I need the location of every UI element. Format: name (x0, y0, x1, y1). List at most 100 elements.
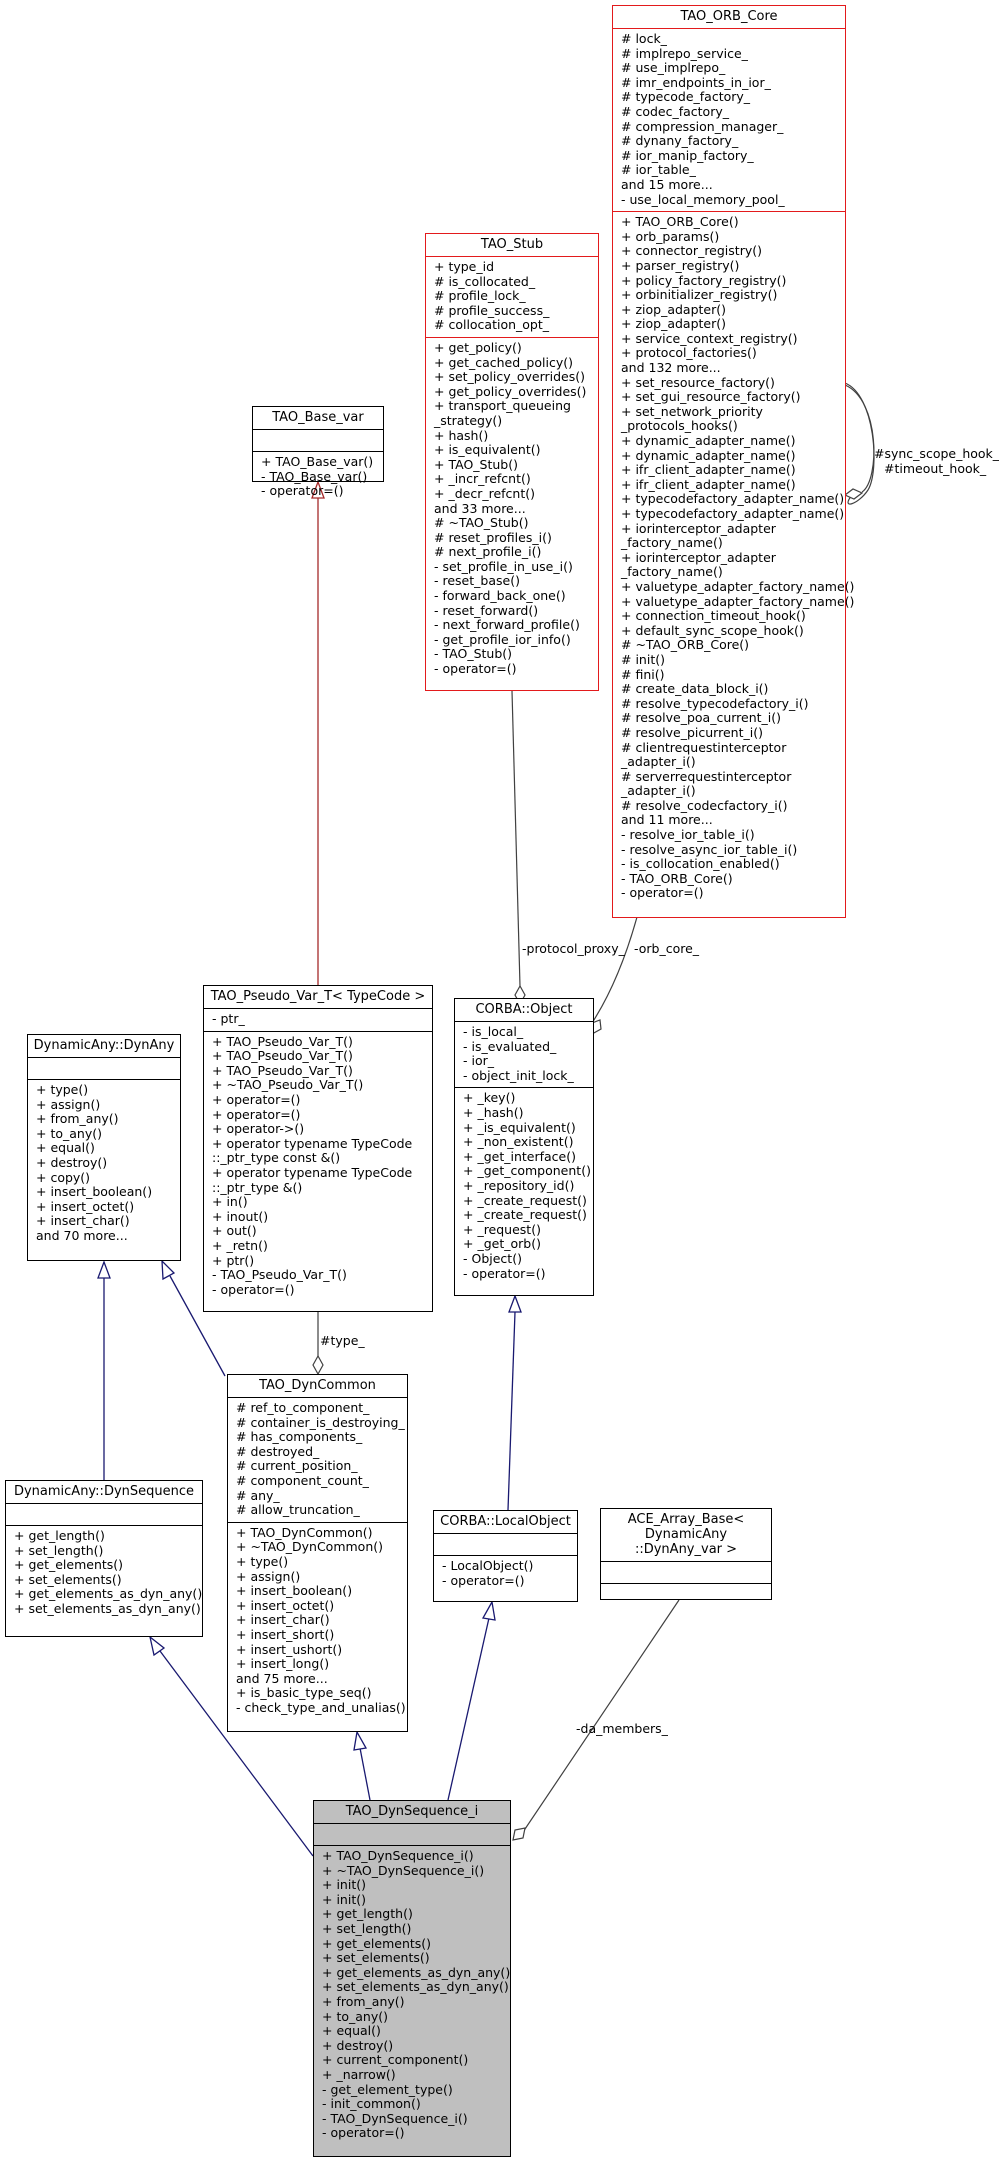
method-row: + connector_registry() (621, 243, 762, 259)
method-row: + _create_request() (463, 1207, 587, 1223)
method-row: - TAO_Base_var() (261, 468, 368, 484)
class-methods-section: + TAO_Pseudo_Var_T()+ TAO_Pseudo_Var_T()… (204, 1032, 432, 1302)
attribute-row: # compression_manager_ (621, 118, 784, 134)
method-row: + valuetype_adapter_factory_name() (621, 593, 855, 609)
attribute-row: - is_local_ (463, 1024, 524, 1039)
method-row: + to_any() (36, 1125, 102, 1141)
method-row: # serverrequestinterceptor (621, 768, 792, 784)
attribute-row: # ior_manip_factory_ (621, 147, 754, 163)
method-row: + set_elements_as_dyn_any() (14, 1600, 201, 1616)
class-tao-base-var: TAO_Base_var+ TAO_Base_var()- TAO_Base_v… (252, 406, 384, 498)
edge-label-da-members: -da_members_ (576, 1721, 668, 1736)
attribute-row: and 15 more... (621, 176, 713, 192)
method-row: + _key() (463, 1090, 516, 1106)
class-corba-localobject: CORBA::LocalObject- LocalObject()- opera… (433, 1510, 578, 1602)
attribute-row: - use_local_memory_pool_ (621, 191, 785, 207)
method-row: + typecodefactory_adapter_name() (621, 506, 845, 521)
attribute-row: - ior_ (463, 1053, 494, 1069)
method-row: and 132 more... (621, 360, 721, 376)
method-row: + _create_request() (463, 1192, 587, 1208)
method-row: - TAO_Stub() (434, 646, 513, 662)
method-row: + orbinitializer_registry() (621, 287, 778, 303)
method-row: + set_gui_resource_factory() (621, 389, 801, 405)
class-attributes-section: # lock_# implrepo_service_# use_implrepo… (613, 29, 845, 213)
method-row: + set_resource_factory() (621, 374, 775, 390)
method-row: + TAO_Stub() (434, 456, 518, 472)
method-row: + ~TAO_DynSequence_i() (322, 1862, 485, 1878)
edge-label-timeout-hook: #timeout_hook_ (884, 461, 987, 476)
method-row: + _get_interface() (463, 1148, 576, 1164)
method-row: - operator=() (434, 661, 517, 677)
method-row: + type() (36, 1082, 89, 1097)
method-row: + ~TAO_DynCommon() (236, 1539, 384, 1555)
method-row: - next_forward_profile() (434, 617, 580, 633)
class-methods-section: + TAO_DynCommon()+ ~TAO_DynCommon()+ typ… (228, 1523, 407, 1720)
method-row: + insert_char() (236, 1612, 330, 1628)
method-row: + is_equivalent() (434, 442, 541, 458)
class-attributes-section: # ref_to_component_# container_is_destro… (228, 1398, 407, 1523)
method-row: # init() (621, 651, 665, 667)
method-row: + ptr() (212, 1252, 255, 1268)
method-row: _factory_name() (621, 535, 723, 551)
method-row: + insert_octet() (236, 1597, 335, 1613)
method-row: # reset_profiles_i() (434, 529, 552, 545)
method-row: + default_sync_scope_hook() (621, 622, 804, 638)
method-row: _strategy() (434, 412, 503, 428)
arrowhead-dynany-1 (97, 1260, 111, 1279)
class-methods-section: + TAO_Base_var()- TAO_Base_var()- operat… (253, 452, 383, 503)
attribute-row: # destroyed_ (236, 1443, 320, 1459)
method-row: + ziop_adapter() (621, 316, 726, 332)
method-row: _factory_name() (621, 564, 723, 580)
method-row: - reset_forward() (434, 602, 539, 618)
edge-label-orb-core: -orb_core_ (634, 941, 700, 956)
method-row: + get_cached_policy() (434, 354, 573, 370)
method-row: + assign() (36, 1096, 101, 1112)
class-tao-dyncommon: TAO_DynCommon# ref_to_component_# contai… (227, 1374, 408, 1732)
method-row: + copy() (36, 1169, 91, 1185)
class-title: TAO_Base_var (253, 407, 383, 430)
method-row: and 70 more... (36, 1227, 128, 1243)
class-attributes-section (601, 1562, 771, 1584)
method-row: + operator typename TypeCode (212, 1135, 413, 1151)
edge-da-members (522, 1599, 680, 1833)
method-row: + TAO_DynCommon() (236, 1524, 373, 1540)
class-attributes-section (28, 1058, 180, 1080)
edge-orb-core-self (844, 382, 875, 505)
method-row: + TAO_DynSequence_i() (322, 1848, 474, 1863)
method-row: + insert_char() (36, 1213, 130, 1229)
attribute-row: # implrepo_service_ (621, 45, 748, 61)
method-row: - operator=() (322, 2125, 405, 2141)
class-title: DynamicAny::DynSequence (6, 1481, 202, 1504)
class-attributes-section (434, 1534, 577, 1556)
class-title: CORBA::LocalObject (434, 1511, 577, 1534)
arrowhead-localobject (481, 1600, 496, 1621)
edge-label-protocol-proxy: -protocol_proxy_ (522, 941, 625, 956)
class-methods-section: + _key()+ _hash()+ _is_equivalent()+ _no… (455, 1088, 593, 1285)
method-row: + transport_queueing (434, 398, 571, 414)
attribute-row: # profile_success_ (434, 302, 550, 318)
method-row: + out() (212, 1223, 257, 1239)
class-attributes-section (6, 1504, 202, 1526)
method-row: + init() (322, 1891, 366, 1907)
attribute-row: # use_implrepo_ (621, 60, 726, 76)
method-row: + set_policy_overrides() (434, 369, 586, 385)
attribute-row: # any_ (236, 1487, 280, 1503)
attribute-row: # codec_factory_ (621, 103, 729, 119)
class-title: TAO_DynSequence_i (314, 1801, 510, 1824)
method-row: - reset_base() (434, 573, 520, 589)
method-row: - get_profile_ior_info() (434, 631, 571, 647)
method-row: + _incr_refcnt() (434, 471, 531, 487)
method-row: + destroy() (36, 1154, 108, 1170)
method-row: + _decr_refcnt() (434, 485, 535, 501)
method-row: - operator=() (212, 1281, 295, 1297)
class-title: ACE_Array_Base< DynamicAny ::DynAny_var … (601, 1509, 771, 1562)
method-row: + inout() (212, 1208, 269, 1224)
attribute-row: - object_init_lock_ (463, 1067, 574, 1083)
method-row: + from_any() (36, 1111, 119, 1127)
class-ace-array-base: ACE_Array_Base< DynamicAny ::DynAny_var … (600, 1508, 772, 1600)
class-attributes-section (253, 430, 383, 452)
method-row: + TAO_Pseudo_Var_T() (212, 1062, 353, 1078)
method-row: + ~TAO_Pseudo_Var_T() (212, 1077, 364, 1093)
method-row: + insert_long() (236, 1656, 330, 1672)
method-row: + get_elements_as_dyn_any() (322, 1964, 511, 1980)
